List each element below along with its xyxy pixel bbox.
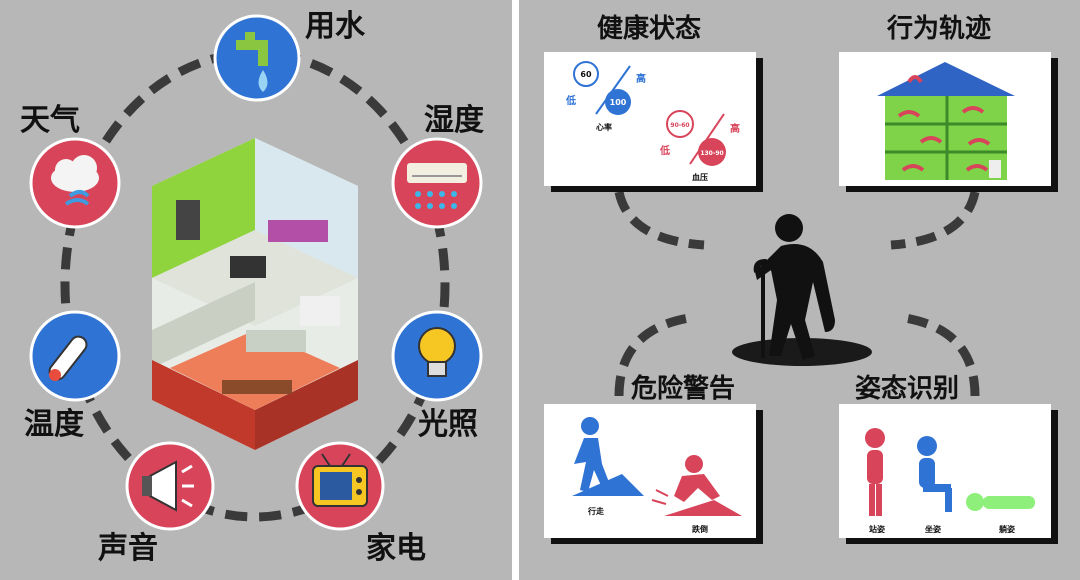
television-icon (312, 453, 368, 507)
blood-pressure-high-label: 高 (730, 122, 740, 135)
health-status-card: 60 100 低 高 心率 90-60 130-90 低 高 血压 (544, 52, 756, 186)
node-appliance (295, 441, 385, 531)
air-conditioner-icon (407, 163, 467, 209)
node-label-temperature: 温度 (24, 407, 84, 442)
blood-pressure-low-label: 低 (659, 144, 670, 157)
fall-detection-illustration: 行走 跌倒 (572, 417, 742, 534)
megaphone-icon (142, 460, 194, 512)
node-temperature (29, 310, 121, 402)
lying-figure-icon (966, 493, 1035, 511)
blood-pressure-low-value: 90-60 (670, 122, 689, 129)
posture-recognition-card: 站姿 坐姿 躺姿 (839, 404, 1051, 538)
standing-figure-icon (865, 428, 885, 516)
light-bulb-icon (418, 327, 456, 377)
connector-danger (614, 313, 690, 397)
walk-caption: 行走 (587, 506, 605, 516)
weather-cloud-icon (51, 155, 99, 206)
node-weather (29, 137, 121, 229)
node-water (213, 14, 301, 102)
elderly-person-icon (732, 214, 872, 366)
heart-rate-caption: 心率 (596, 122, 612, 132)
fall-caption: 跌倒 (692, 524, 708, 534)
node-label-appliance: 家电 (366, 531, 426, 566)
house-cutaway-illustration (152, 138, 358, 450)
thermometer-icon (48, 335, 88, 381)
blood-pressure-caption: 血压 (692, 172, 708, 182)
section-title-posture: 姿态识别 (855, 374, 960, 404)
blood-pressure-high-value: 130-90 (700, 150, 723, 157)
connector-trajectory (890, 190, 980, 250)
danger-warning-card: 行走 跌倒 (544, 404, 756, 538)
heart-rate-high-badge (605, 89, 631, 115)
falling-figure-icon (651, 455, 742, 516)
section-title-trajectory: 行为轨迹 (887, 14, 992, 44)
sitting-figure-icon (917, 436, 952, 512)
house-trajectory-illustration (877, 62, 1015, 180)
blood-pressure-low-badge (666, 110, 694, 138)
health-metrics-illustration: 60 100 低 高 心率 90-60 130-90 低 高 血压 (565, 61, 740, 182)
water-faucet-icon (236, 32, 268, 92)
stand-caption: 站姿 (869, 524, 885, 534)
behavior-trajectory-card (839, 52, 1051, 186)
heart-rate-low-label: 低 (565, 94, 576, 107)
monitoring-connectors (614, 190, 980, 397)
node-humidity (391, 137, 483, 229)
heart-rate-high-value: 100 (610, 98, 627, 107)
node-light (391, 310, 483, 402)
heart-rate-high-label: 高 (636, 72, 646, 85)
sensing-diagram (29, 14, 483, 531)
section-title-danger: 危险警告 (631, 374, 736, 404)
lie-caption: 躺姿 (999, 524, 1015, 534)
node-label-sound: 声音 (98, 531, 158, 566)
blood-pressure-high-badge (698, 138, 726, 166)
node-label-light: 光照 (418, 407, 478, 442)
walking-figure-icon (572, 417, 644, 496)
elderly-monitoring-panel: 健康状态 60 100 低 高 心率 90-60 130-90 低 高 血压 行… (519, 0, 1080, 580)
connector-health (614, 190, 705, 250)
node-label-water: 用水 (305, 9, 365, 44)
node-sound (125, 441, 215, 531)
sit-caption: 坐姿 (925, 524, 941, 534)
smart-home-sensing-panel: 用水 湿度 光照 家电 声音 温度 天气 (0, 0, 512, 580)
heart-rate-low-badge (573, 61, 599, 87)
connector-posture (904, 313, 980, 397)
section-title-health: 健康状态 (597, 14, 702, 44)
node-label-humidity: 湿度 (424, 103, 484, 138)
node-label-weather: 天气 (20, 103, 80, 138)
heart-rate-low-value: 60 (580, 70, 592, 79)
posture-illustration: 站姿 坐姿 躺姿 (865, 428, 1035, 534)
